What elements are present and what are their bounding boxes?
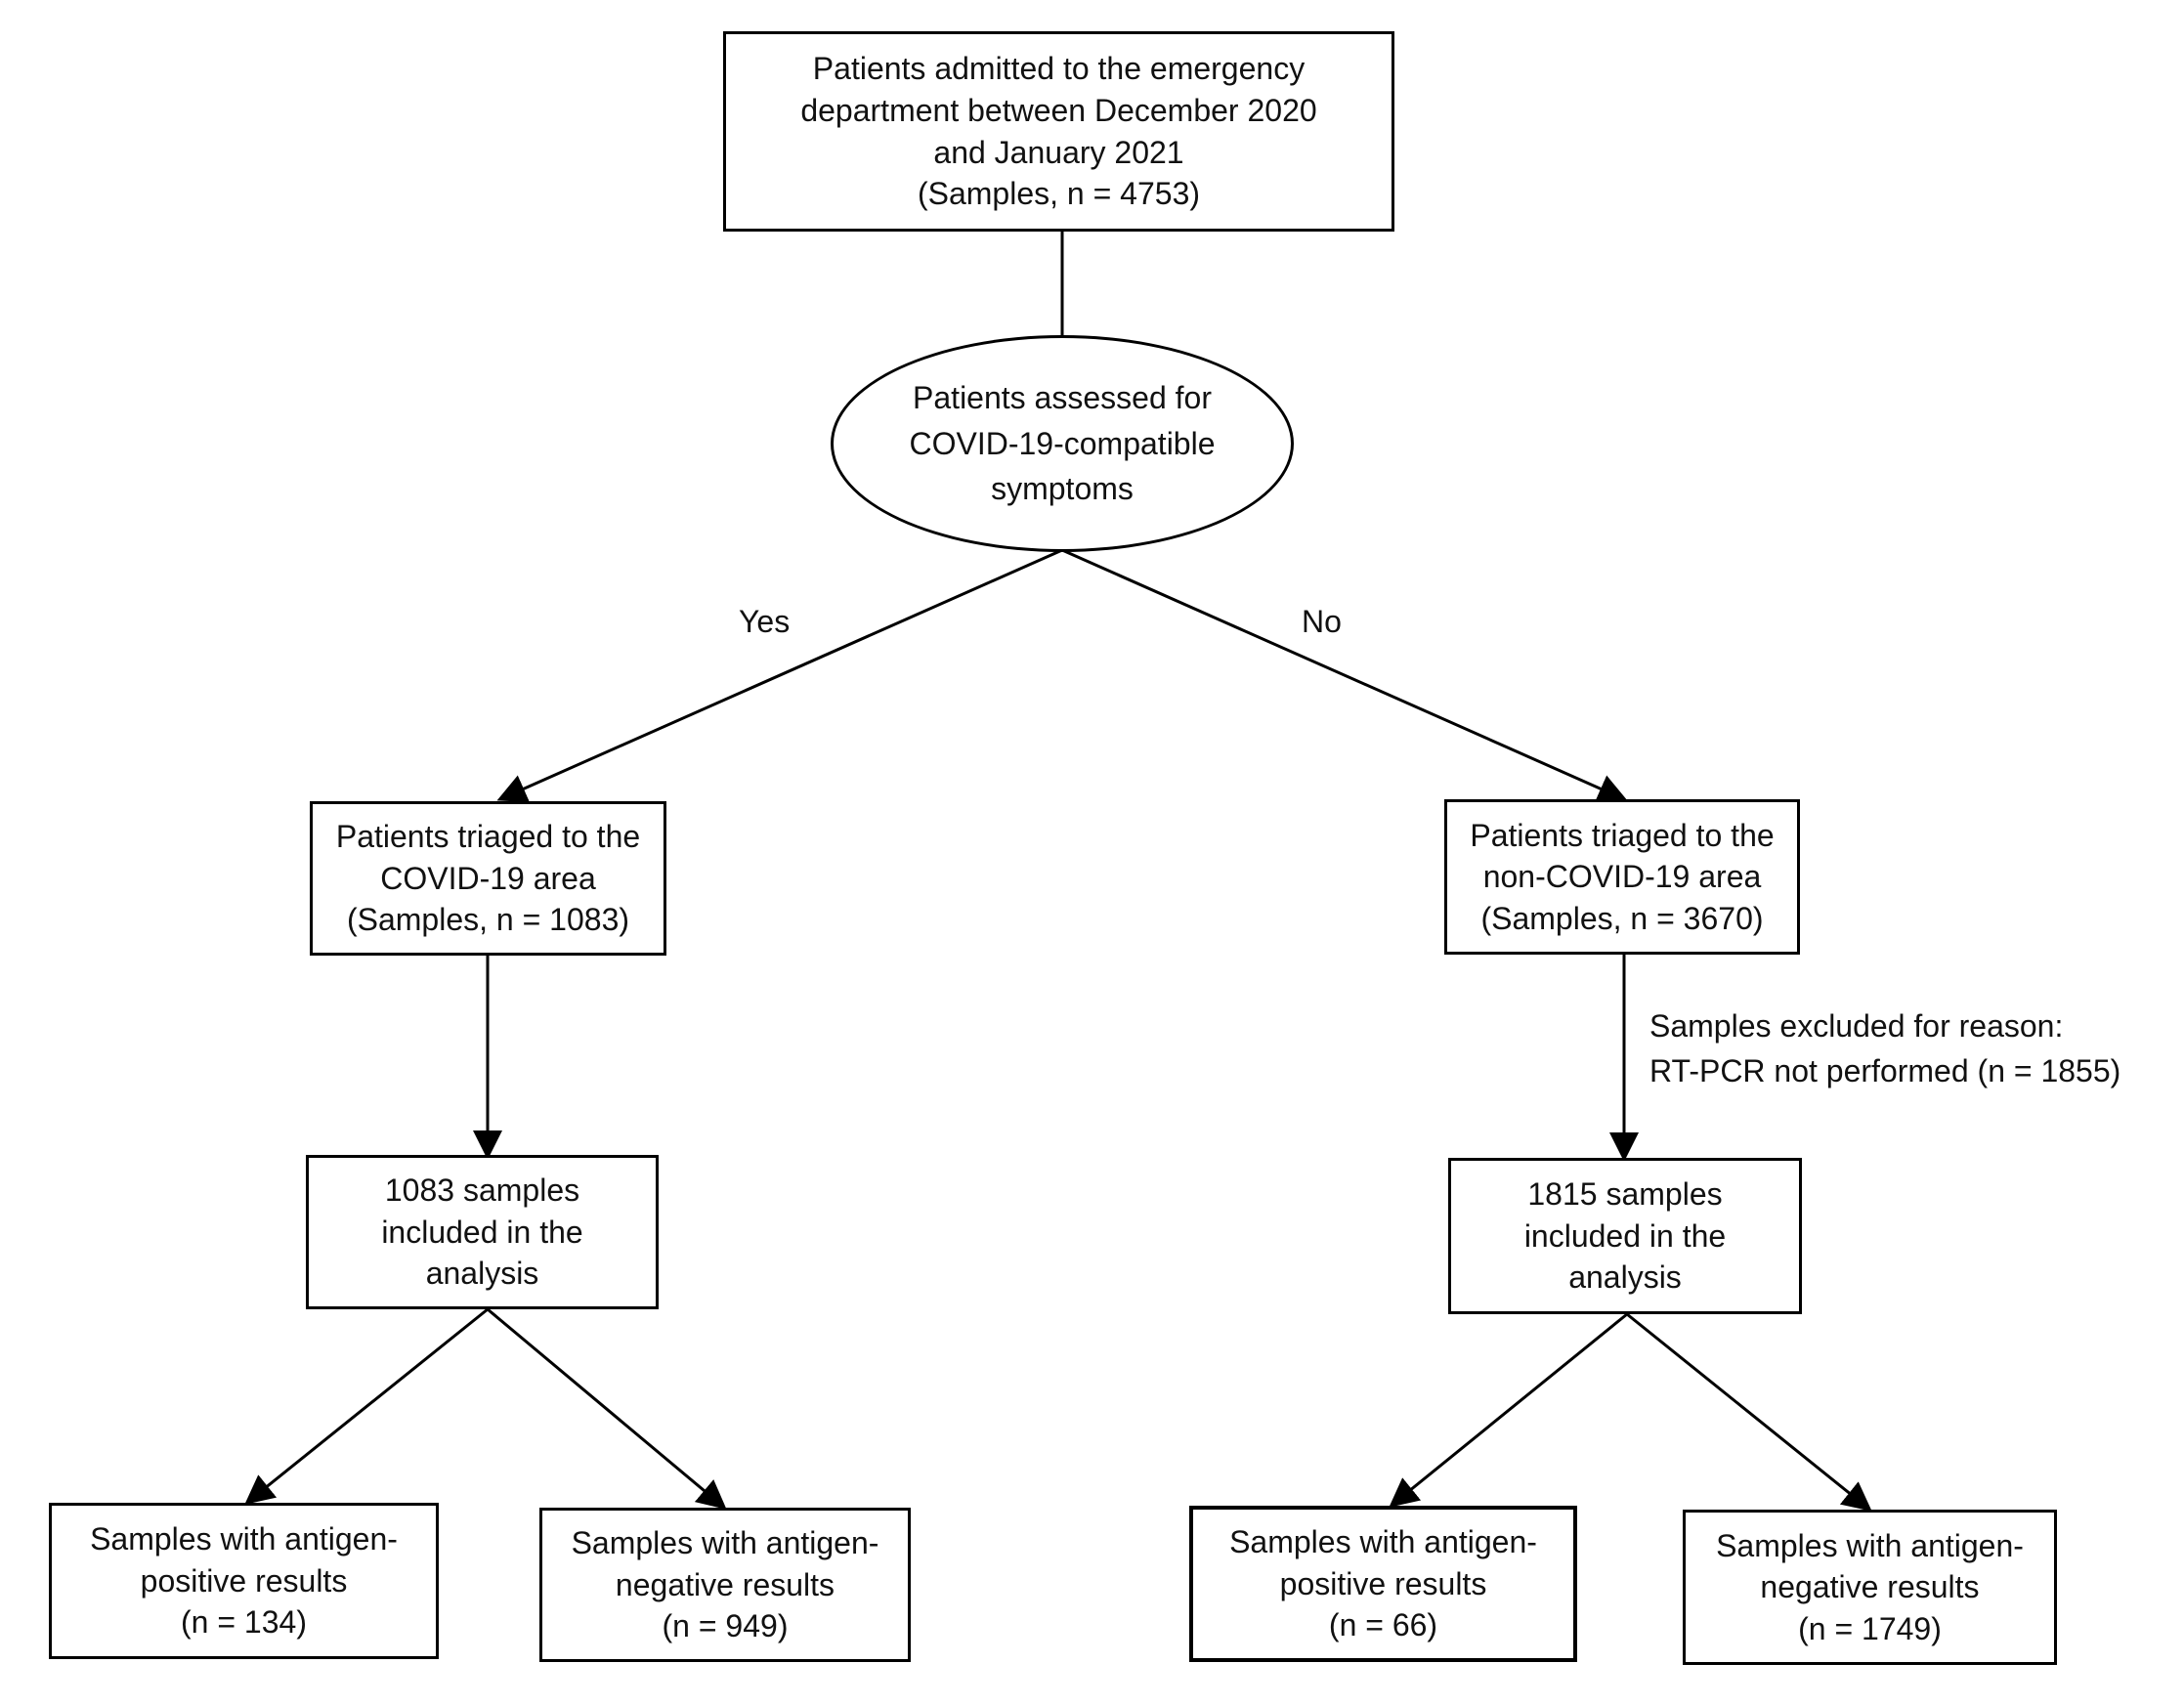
admitted-line-2: department between December 2020 <box>800 92 1317 128</box>
non-covid-negative-line-1: Samples with antigen- <box>1716 1527 2024 1563</box>
non-covid-negative-box: Samples with antigen- negative results (… <box>1683 1510 2057 1665</box>
covid-negative-line-3: (n = 949) <box>662 1608 789 1644</box>
assessed-line-3: symptoms <box>991 471 1134 507</box>
non-covid-area-line-3: (Samples, n = 3670) <box>1480 900 1764 936</box>
covid-area-line-2: COVID-19 area <box>380 860 596 896</box>
covid-positive-line-1: Samples with antigen- <box>90 1521 398 1557</box>
covid-negative-line-2: negative results <box>615 1566 835 1602</box>
edge-label-no: No <box>1302 604 1342 639</box>
non-covid-area-line-1: Patients triaged to the <box>1470 817 1775 853</box>
non-covid-positive-line-3: (n = 66) <box>1328 1607 1438 1643</box>
admitted-line-1: Patients admitted to the emergency <box>812 51 1306 87</box>
non-covid-positive-line-1: Samples with antigen- <box>1229 1524 1537 1560</box>
non-covid-included-box: 1815 samples included in the analysis <box>1448 1158 1802 1314</box>
covid-area-box: Patients triaged to the COVID-19 area (S… <box>310 801 666 956</box>
admitted-line-4: (Samples, n = 4753) <box>917 176 1201 212</box>
non-covid-included-line-1: 1815 samples <box>1527 1176 1723 1213</box>
non-covid-included-line-3: analysis <box>1568 1259 1682 1296</box>
non-covid-included-line-2: included in the <box>1523 1217 1727 1254</box>
covid-negative-line-1: Samples with antigen- <box>571 1525 879 1561</box>
covid-positive-box: Samples with antigen- positive results (… <box>49 1503 439 1659</box>
non-covid-area-line-2: non-COVID-19 area <box>1482 859 1762 895</box>
covid-area-line-1: Patients triaged to the <box>335 819 641 855</box>
non-covid-area-box: Patients triaged to the non-COVID-19 are… <box>1444 799 1800 955</box>
assessed-line-2: COVID-19-compatible <box>909 425 1216 461</box>
arrow-covid-to-pos <box>244 1307 489 1505</box>
covid-positive-line-3: (n = 134) <box>181 1604 307 1641</box>
admitted-line-3: and January 2021 <box>933 134 1184 170</box>
assessed-line-1: Patients assessed for <box>913 380 1212 416</box>
non-covid-negative-line-2: negative results <box>1760 1569 1980 1605</box>
arrow-no <box>1061 548 1628 802</box>
covid-positive-line-2: positive results <box>140 1562 348 1599</box>
non-covid-positive-box: Samples with antigen- positive results (… <box>1189 1506 1577 1662</box>
assessed-oval: Patients assessed for COVID-19-compatibl… <box>831 335 1294 552</box>
covid-included-line-1: 1083 samples <box>384 1173 580 1209</box>
arrow-yes <box>496 548 1063 802</box>
admitted-box: Patients admitted to the emergency depar… <box>723 31 1394 232</box>
arrow-noncovid-to-pos <box>1389 1312 1628 1508</box>
exclusion-note-line-1: Samples excluded for reason: <box>1649 1008 2064 1044</box>
non-covid-positive-line-2: positive results <box>1279 1565 1487 1601</box>
covid-included-line-2: included in the <box>381 1214 583 1250</box>
covid-included-box: 1083 samples included in the analysis <box>306 1155 659 1309</box>
exclusion-note: Samples excluded for reason: RT-PCR not … <box>1649 1003 2120 1094</box>
arrow-covid-to-neg <box>487 1307 727 1510</box>
covid-negative-box: Samples with antigen- negative results (… <box>539 1508 911 1662</box>
covid-included-line-3: analysis <box>425 1256 539 1292</box>
arrow-noncovid-to-neg <box>1626 1312 1872 1512</box>
exclusion-note-line-2: RT-PCR not performed (n = 1855) <box>1649 1053 2121 1089</box>
non-covid-negative-line-3: (n = 1749) <box>1798 1610 1942 1646</box>
covid-area-line-3: (Samples, n = 1083) <box>346 902 630 938</box>
edge-label-yes: Yes <box>739 604 791 639</box>
